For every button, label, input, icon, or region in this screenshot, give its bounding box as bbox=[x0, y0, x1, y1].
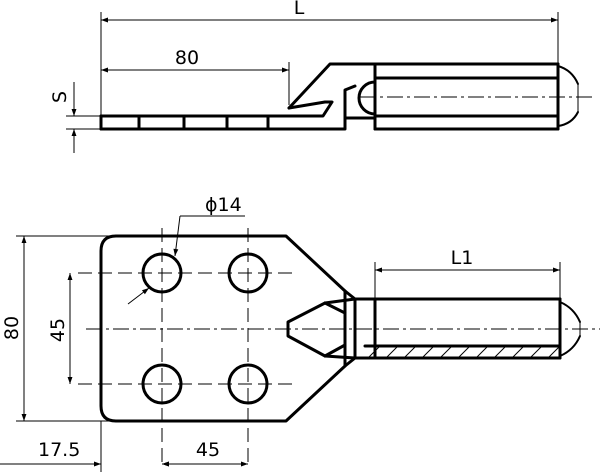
dim-label-80-side: 80 bbox=[1, 316, 23, 340]
bolt-hole-bottom-left bbox=[141, 363, 183, 405]
dim-label-L: L bbox=[294, 0, 305, 19]
plan-view: ϕ14 L1 80 45 17.5 45 bbox=[0, 194, 600, 472]
side-view-pad bbox=[99, 114, 291, 131]
dimension-hole-diameter: ϕ14 bbox=[127, 194, 245, 305]
dim-label-45-vertical: 45 bbox=[47, 318, 69, 342]
dimension-bottom: 17.5 45 bbox=[0, 421, 248, 472]
bolt-hole-top-left bbox=[141, 252, 183, 294]
dimension-thickness: S bbox=[49, 82, 101, 153]
dimension-pad-length: 80 bbox=[101, 47, 290, 105]
bolt-holes bbox=[141, 252, 269, 405]
dimension-cable-length: L1 bbox=[374, 247, 561, 299]
dim-label-80-top: 80 bbox=[175, 47, 199, 69]
side-view-barrel bbox=[287, 62, 592, 131]
dim-label-S: S bbox=[49, 91, 71, 103]
dim-label-phi14: ϕ14 bbox=[205, 194, 242, 216]
bolt-hole-bottom-right bbox=[227, 363, 269, 405]
dim-label-17-5: 17.5 bbox=[38, 439, 80, 461]
dim-label-L1: L1 bbox=[451, 247, 474, 269]
bolt-hole-top-right bbox=[227, 252, 269, 294]
side-view: L 80 S bbox=[49, 0, 592, 153]
dimension-hole-spacing-vertical: 45 bbox=[47, 273, 73, 384]
dimension-overall-length: L bbox=[100, 0, 559, 116]
dim-label-45-horizontal: 45 bbox=[196, 439, 220, 461]
plan-view-hatch bbox=[367, 345, 561, 359]
dimension-width: 80 bbox=[1, 235, 116, 422]
